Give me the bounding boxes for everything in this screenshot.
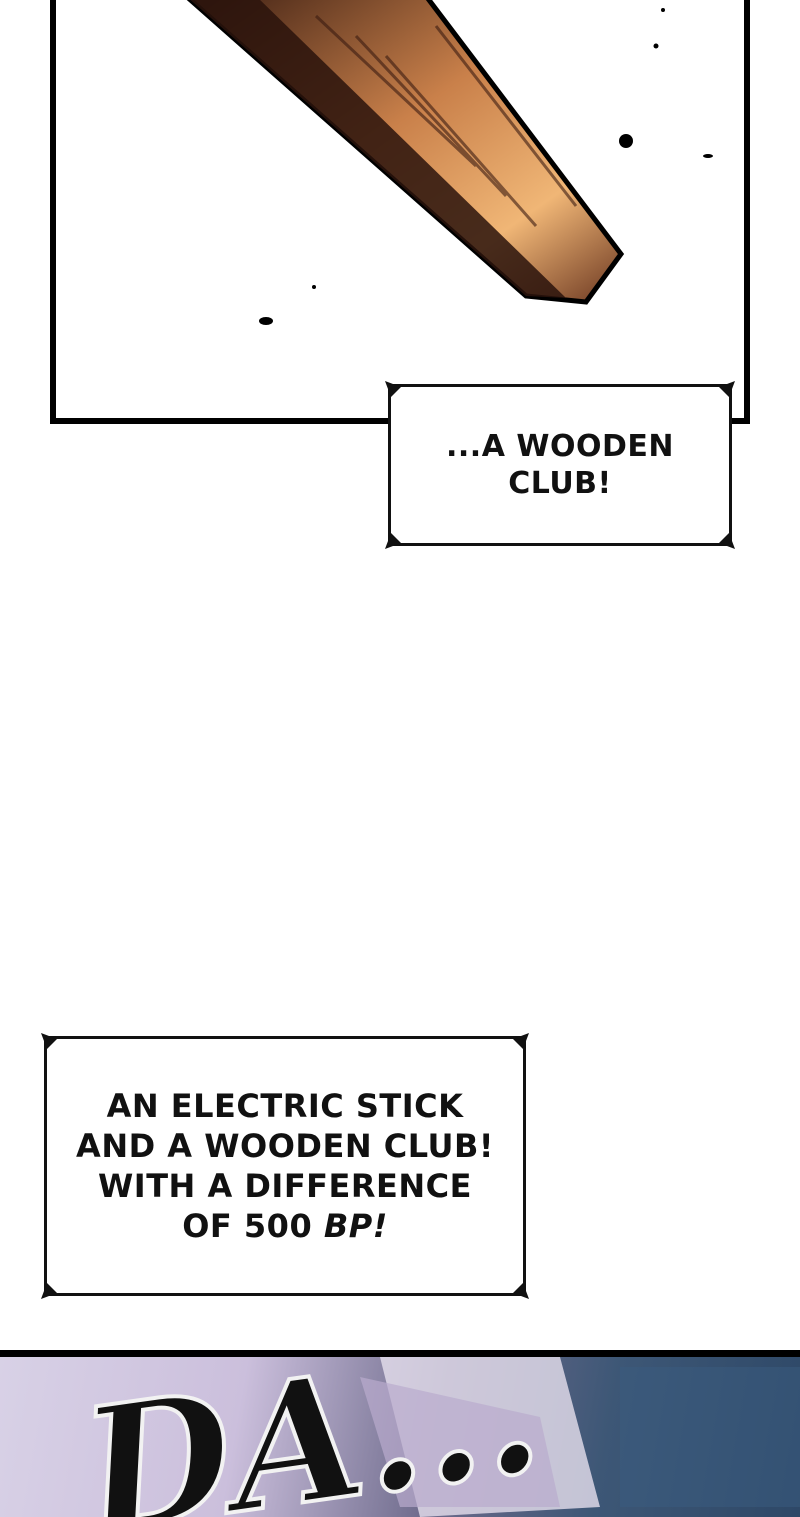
caption-text: OF 500: [182, 1207, 324, 1245]
debris-dot: [703, 154, 713, 158]
caption-line: AN ELECTRIC STICK: [106, 1087, 464, 1125]
caption-box: ...A WOODEN CLUB!: [385, 381, 735, 549]
caption-line: AND A WOODEN CLUB!: [76, 1127, 494, 1165]
caption-line: ...A WOODEN: [446, 428, 674, 464]
caption-emphasis: BP!: [323, 1207, 388, 1245]
debris-dot: [619, 134, 633, 148]
caption-line: WITH A DIFFERENCE: [97, 1167, 473, 1205]
sound-effect: DA...: [67, 1357, 551, 1517]
caption-box: AN ELECTRIC STICK AND A WOODEN CLUB! WIT…: [41, 1033, 529, 1299]
debris-dot: [661, 8, 665, 12]
debris-dot: [259, 317, 273, 325]
wooden-club-illustration: [186, 0, 713, 325]
debris-dot: [653, 43, 659, 49]
bottom-panel: DA...: [0, 1350, 800, 1517]
caption-line: CLUB!: [508, 466, 612, 501]
top-panel: [50, 0, 750, 424]
action-scene-illustration: DA...: [65, 1357, 800, 1517]
debris-dot: [312, 285, 316, 289]
caption-line: OF 500 BP!: [182, 1206, 388, 1246]
